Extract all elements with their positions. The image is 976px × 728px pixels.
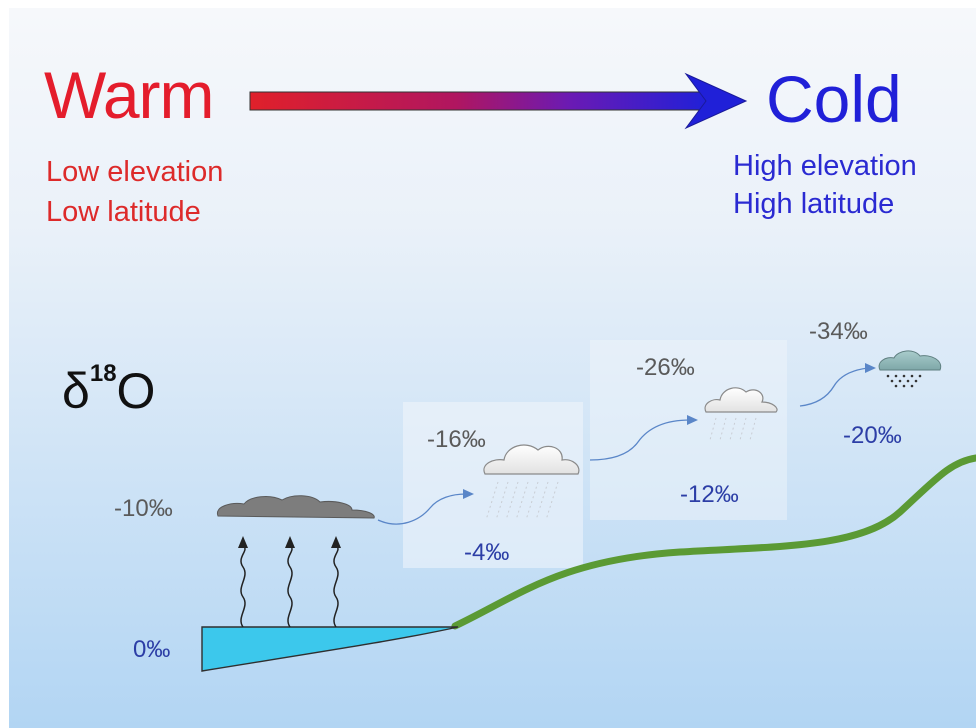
cloud-4	[878, 350, 942, 388]
vapor-value-2: -16‰	[427, 426, 486, 453]
warm-subtitle-latitude: Low latitude	[46, 196, 201, 228]
precip-value-4: -20‰	[843, 422, 902, 449]
cold-subtitle-latitude: High latitude	[733, 188, 895, 220]
cloud-3	[704, 387, 778, 441]
vapor-transport-arrowheads	[463, 363, 876, 499]
warm-title: Warm	[44, 58, 215, 132]
delta-symbol: δ	[62, 363, 90, 419]
stage-panel-3	[590, 340, 787, 520]
terrain-line	[451, 454, 976, 630]
cloud-1	[216, 495, 375, 519]
precip-value-3: -12‰	[680, 481, 739, 508]
cold-subtitle-elevation: High elevation	[733, 150, 917, 182]
vapor-value-4: -34‰	[809, 318, 868, 345]
vapor-value-3: -26‰	[636, 354, 695, 381]
mass-number: 18	[89, 360, 117, 387]
stage-panel-2	[403, 402, 583, 568]
element-symbol: O	[116, 363, 156, 419]
warm-cold-arrow	[249, 72, 748, 130]
cold-title: Cold	[766, 62, 902, 136]
delta-18o-label: δ18O	[62, 362, 156, 419]
vapor-value-1: -10‰	[114, 495, 173, 522]
cloud-2	[483, 444, 580, 521]
warm-subtitle-elevation: Low elevation	[46, 156, 224, 188]
vapor-transport-arrows	[377, 367, 869, 525]
sea-value: 0‰	[133, 636, 171, 663]
precip-value-2: -4‰	[464, 539, 510, 566]
evaporation-arrows	[240, 545, 339, 628]
evaporation-arrowheads	[238, 536, 341, 548]
ocean	[201, 626, 459, 672]
